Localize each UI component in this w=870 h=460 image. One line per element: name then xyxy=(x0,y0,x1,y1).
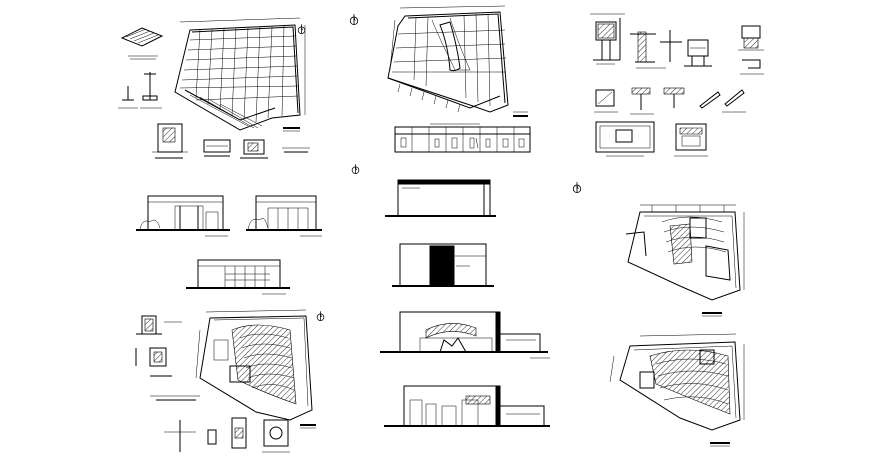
front-elevations xyxy=(136,195,322,295)
floor-plan-upper xyxy=(572,182,745,317)
side-elevations xyxy=(351,164,496,287)
foundation-details xyxy=(135,315,290,453)
column-detail xyxy=(118,72,162,109)
floor-plan-lower xyxy=(609,333,745,447)
north-arrow-icon xyxy=(349,14,359,26)
north-arrow-icon xyxy=(316,311,325,322)
north-arrow-icon xyxy=(297,24,306,35)
window-schedule-table xyxy=(394,123,531,153)
seating-plan xyxy=(195,309,325,429)
footing-details xyxy=(152,123,310,159)
roof-framing-plan xyxy=(118,17,310,159)
structural-details xyxy=(590,13,764,157)
north-arrow-icon xyxy=(572,182,582,194)
north-arrow-icon xyxy=(351,164,360,175)
isometric-sketch xyxy=(120,27,164,60)
roof-plan xyxy=(349,5,531,153)
framing-plan-main xyxy=(174,17,306,132)
sections xyxy=(380,311,550,427)
